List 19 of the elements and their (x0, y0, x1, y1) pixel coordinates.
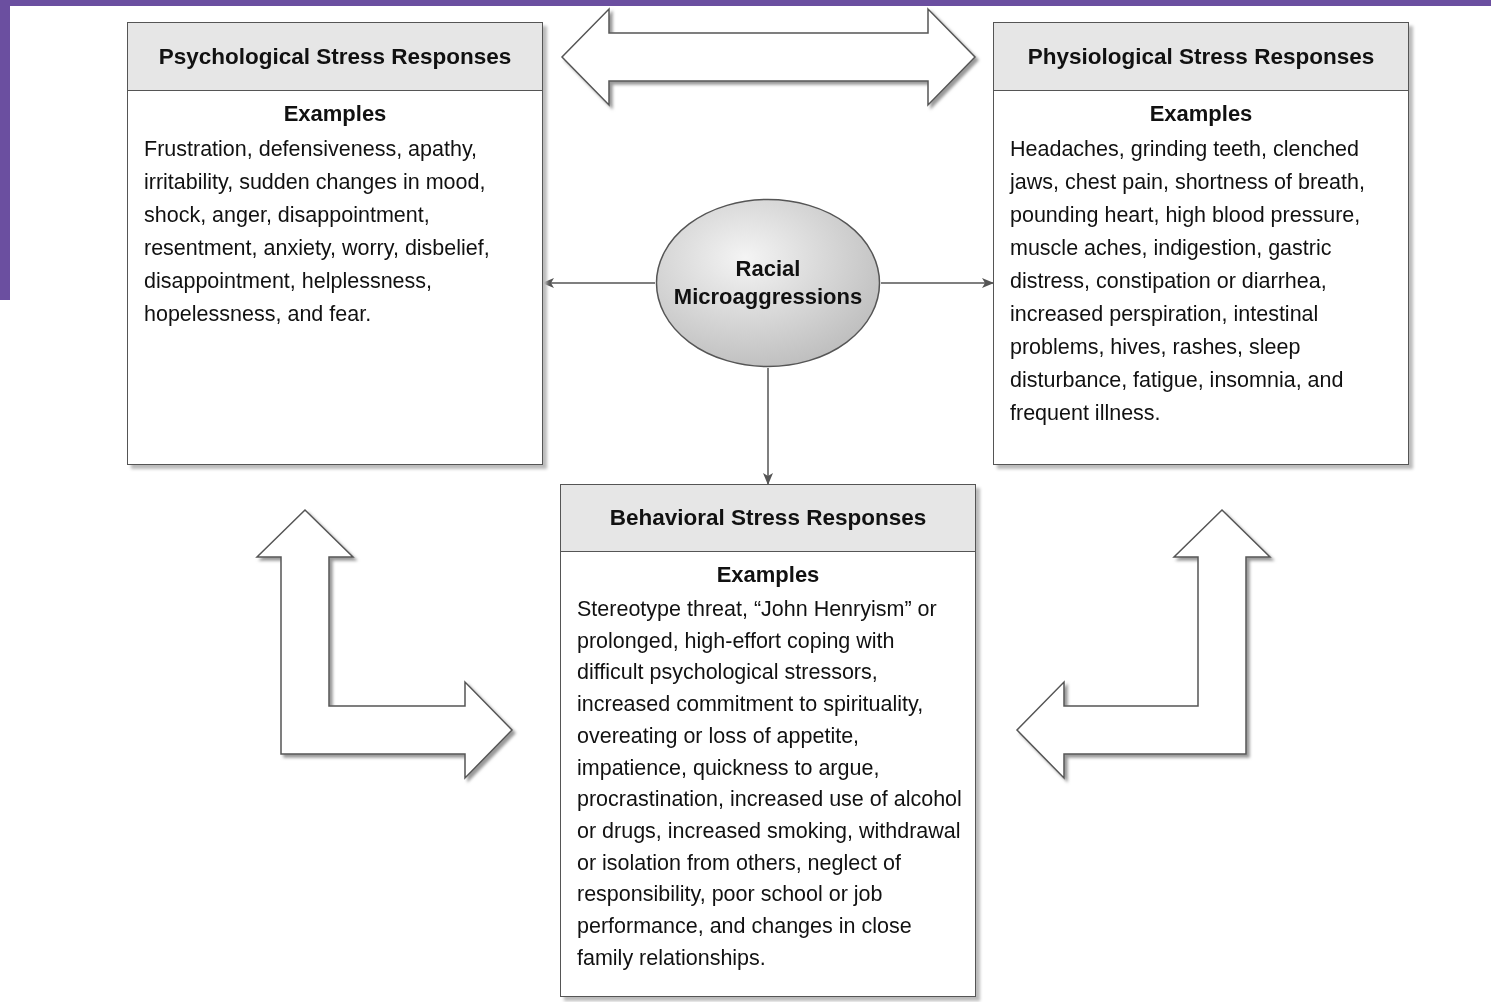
subheading: Examples (282, 101, 388, 127)
box-heading: Psychological Stress Responses (128, 23, 542, 91)
arrow (763, 367, 773, 485)
examples-text: Frustration, defensiveness, apathy, irritability, sudden changes in mood, shock, anger, disappointment, resentment, anxiety, worry, disbelief, disappointment, helplessness, hopelessness, and fear. (143, 136, 491, 328)
subheading: Examples (715, 562, 821, 588)
arrow (880, 278, 994, 288)
double-block-arrow (255, 508, 514, 780)
double-block-arrow (1015, 508, 1272, 780)
ellipse-label: Racial Microaggressions (672, 255, 864, 311)
arrow (542, 278, 656, 288)
double-block-arrow (560, 7, 977, 107)
subheading: Examples (1148, 101, 1254, 127)
examples-text: Headaches, grinding teeth, clenched jaws, chest pain, shortness of breath, pounding heart, high blood pressure, muscle aches, indigestion, gastric distress, constipation or diarrhea, increased perspiration, intestinal problems, hives, rashes, sleep disturbance, fatigue, insomnia, and frequent illness. (1008, 136, 1366, 427)
response-box (560, 484, 976, 997)
box-heading: Physiological Stress Responses (994, 23, 1408, 91)
response-box (993, 22, 1409, 465)
examples-text: Stereotype threat, “John Henryism” or prolonged, high-effort coping with difficult psychological stressors, increased commitment to spirituality, overeating or loss of appetite, impatience, quickness to argue, procrastination, increased use of alcohol or drugs, increased smoking, withdrawal or isolation from others, neglect of responsibility, poor school or job performance, and changes in close family relationships. (576, 596, 963, 972)
response-box (127, 22, 543, 465)
box-heading: Behavioral Stress Responses (561, 485, 975, 552)
